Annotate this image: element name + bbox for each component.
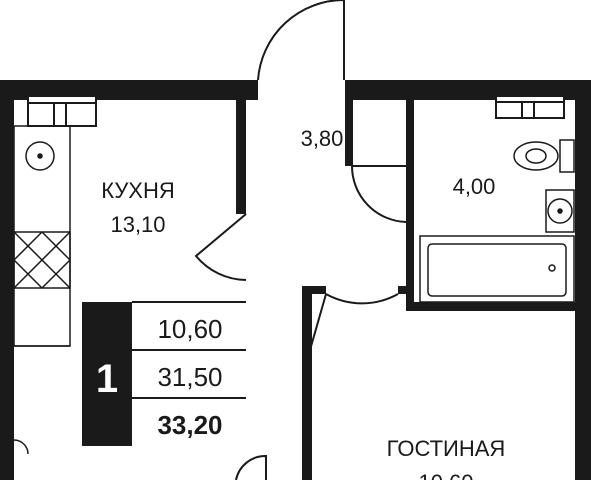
entrance-door <box>257 0 345 81</box>
toilet-icon <box>513 139 575 173</box>
living-area-value: 10,60 <box>157 314 222 344</box>
bathroom-window <box>495 95 565 119</box>
kitchen-fixtures <box>13 125 71 347</box>
living-door <box>325 293 399 305</box>
lower-left-fixtures <box>13 439 29 455</box>
living-area: 10,60 <box>418 470 473 480</box>
washbasin-icon <box>545 189 575 233</box>
hallway-area: 3,80 <box>301 126 344 151</box>
total-area-value: 31,50 <box>157 362 222 392</box>
rooms-count: 1 <box>96 357 118 401</box>
stove-icon <box>13 231 71 289</box>
bathroom-area: 4,00 <box>453 174 496 199</box>
bottom-door <box>235 454 267 480</box>
windows <box>27 95 565 127</box>
wall-kitchen-hall <box>236 80 246 214</box>
kitchen-counter <box>13 125 71 347</box>
wall-bath-bottom <box>406 302 591 311</box>
wall-left <box>0 80 14 480</box>
bathtub-icon <box>419 235 575 303</box>
apartment-info: 1 10,60 31,50 33,20 <box>82 301 246 446</box>
living-name: ГОСТИНАЯ <box>387 436 506 461</box>
bathroom-fixtures <box>419 139 575 303</box>
wall-hall-living <box>302 286 312 480</box>
kitchen-window <box>27 95 97 127</box>
bathroom-door <box>350 165 407 223</box>
wall-hall-living-top <box>302 286 326 294</box>
kitchen-door <box>194 213 247 281</box>
total-area-balcony-value: 33,20 <box>157 410 222 440</box>
wall-hall-bath-lower <box>406 80 414 310</box>
wall-right <box>575 80 591 480</box>
wall-hall-living-top-right <box>398 286 414 294</box>
doors <box>194 0 407 480</box>
living-door-leaf <box>309 293 327 351</box>
kitchen-name: КУХНЯ <box>101 178 175 203</box>
kitchen-area: 13,10 <box>110 212 165 237</box>
sink-icon <box>25 141 55 171</box>
rooms-badge <box>82 302 132 446</box>
wall-hall-bath-upper <box>345 80 353 166</box>
